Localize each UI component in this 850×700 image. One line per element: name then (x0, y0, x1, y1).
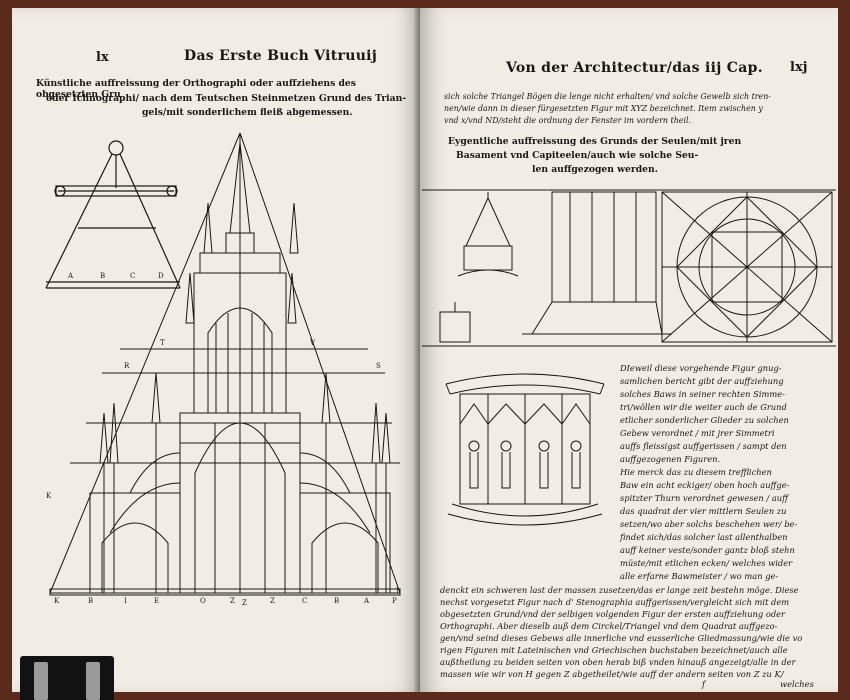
base-letter-10: A (363, 597, 370, 605)
left-running-head: Das Erste Buch Vitruuij (184, 48, 378, 64)
side-text-line-3: solches Baws in seiner rechten Simme- (620, 389, 785, 399)
left-folio: lx (96, 50, 109, 65)
full-text-line-1: denckt ein schweren last der massen zuse… (440, 585, 799, 595)
side-text-line-17: alle erfarne Bawmeister / wo man ge- (620, 571, 779, 581)
compass-letter-d: D (158, 272, 164, 280)
binder-clip-arm-right (86, 662, 100, 700)
compass-figure: A B C D (45, 140, 181, 289)
full-text-line-4: Orthographi. Aber dieselb auß dem Circke… (440, 621, 778, 631)
side-text-line-5: etlicher sonderlicher Glieder zu solchen (620, 415, 789, 425)
diagram-letter-s: S (376, 362, 381, 370)
diagram-letter-z: Z (242, 599, 247, 607)
base-letter-3: I (124, 597, 127, 605)
full-text-line-5: gen/vnd seind dieses Gebews alle innerli… (440, 633, 803, 643)
side-text-line-11: spitzter Thurn verordnet gewesen / auff (620, 493, 788, 503)
side-text-line-16: müste/mit etlichen ecken/ welches wider (620, 558, 793, 568)
side-text-line-10: Baw ein acht eckiger/ oben hoch auffge- (620, 480, 790, 490)
side-text-line-14: findet sich/das solcher last allenthalbe… (620, 532, 788, 542)
compass-letter-c: C (130, 272, 135, 280)
side-text-line-4: tri/wöllen wir die weiter auch de Grund (620, 402, 787, 412)
full-text-line-8: massen wie wir von H gegen Z abgetheilet… (440, 669, 784, 679)
right-top-text-line-2: nen/wie dann in dieser fürgesetzten Figu… (444, 104, 763, 113)
side-text-line-2: samlichen bericht gibt der auffziehung (620, 376, 784, 386)
catchword: welches (780, 679, 814, 689)
side-text-line-7: auffs fleissigst auffgerissen / sampt de… (620, 441, 787, 451)
signature-mark: f (702, 679, 706, 689)
compass-letter-b: B (100, 272, 105, 280)
right-section-title-line-3: len auffgezogen werden. (532, 164, 658, 175)
compass-letter-a: A (67, 272, 74, 280)
full-text-line-2: nechst vorgesetzt Figur nach d' Stenogra… (440, 597, 790, 607)
side-text-line-8: auffgezogenen Figuren. (620, 454, 721, 464)
side-text-line-6: Gebew verordnet / mit jrer Simmetri (620, 428, 775, 438)
left-page: lx Das Erste Buch Vitruuij Künstliche au… (12, 8, 420, 692)
full-text-line-3: obgesetzten Grund/vnd der selbigen volge… (440, 609, 786, 619)
cathedral-elevation-figure: R S T V Z K I K B I E O Z Z C B A P (46, 132, 401, 607)
base-letter-4: E (154, 597, 159, 605)
right-folio: lxj (790, 60, 808, 75)
base-letter-7: Z (270, 597, 275, 605)
right-page: Von der Architectur/das iij Cap. lxj sic… (420, 8, 838, 692)
diagram-letter-i: I (396, 587, 399, 595)
side-text-line-13: setzen/wo aber solchs beschehen wer/ be- (620, 519, 798, 529)
base-letter-11: P (392, 597, 397, 605)
base-letter-8: C (302, 597, 307, 605)
left-caption-line-1: Künstliche auffreissung der Orthographi … (36, 78, 356, 101)
side-text-line-15: auff keiner veste/sonder gantz bloß steh… (620, 545, 795, 555)
right-top-text-line-1: sich solche Triangel Bögen die lenge nic… (444, 92, 771, 101)
right-running-head: Von der Architectur/das iij Cap. (506, 60, 763, 76)
right-section-title-line-1: Eygentliche auffreissung des Grunds der … (448, 136, 742, 147)
side-text-line-12: das quadrat der vier mittlern Seulen zu (620, 506, 787, 516)
column-ground-plan-figure (422, 189, 836, 347)
full-text-line-7: außtheilung zu beiden seiten von oben he… (440, 657, 796, 667)
base-letter-5: O (200, 597, 206, 605)
base-letter-9: B (334, 597, 339, 605)
binder-clip-arm-left (34, 662, 48, 700)
base-letter-1: K (54, 597, 60, 605)
right-section-title-line-2: Basament vnd Capiteelen/auch wie solche … (456, 150, 699, 161)
left-caption-line-3: gels/mit sonderlichem fleiß abgemessen. (142, 107, 353, 118)
base-letter-6: Z (230, 597, 235, 605)
full-text-line-6: rigen Figuren mit Lateinischen vnd Griec… (440, 645, 788, 655)
diagram-letter-v: V (309, 339, 316, 347)
base-letter-2: B (88, 597, 93, 605)
side-text-line-9: Hie merck das zu diesem trefflichen (620, 467, 772, 477)
diagram-letter-k: K (46, 492, 52, 500)
binder-clip (20, 656, 114, 700)
side-text-line-1: DIeweil diese vorgehende Figur gnug- (620, 363, 782, 373)
diagram-letter-t: T (160, 339, 165, 347)
diagram-letter-r: R (124, 362, 130, 370)
octagonal-pillar-figure (445, 373, 605, 526)
left-caption-line-2: oder Ichnographi/ nach dem Teutschen Ste… (46, 93, 407, 104)
right-top-text-line-3: vnd x/vnd ND/steht die ordnung der Fenst… (444, 116, 691, 125)
